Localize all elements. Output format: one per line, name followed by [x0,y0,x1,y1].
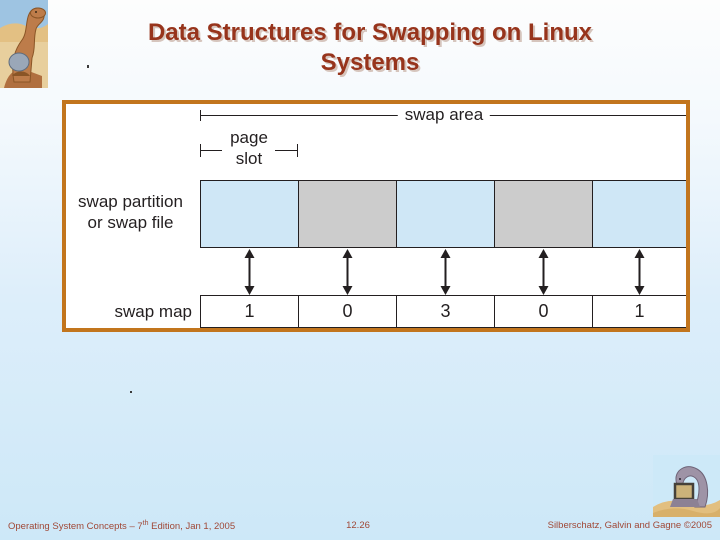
slide-title: Data Structures for Swapping on Linux Sy… [48,18,692,78]
bidirectional-arrow [342,249,353,295]
slide-title-line2: Systems [320,49,420,77]
page-slot-2 [397,181,495,247]
swap-area-label: swap area [397,105,491,125]
swap-map-cell-4: 1 [634,301,645,321]
page-slot-bracket-right [275,150,297,151]
bidirectional-arrow [440,249,451,295]
footer-page-number: 12.26 [346,520,370,531]
slide-title-line1: Data Structures for Swapping on Linux [147,19,593,47]
swap-map-cell-1: 0 [299,296,397,327]
stray-bullet-dot [87,65,89,68]
os-dinosaur-logo [0,0,48,88]
footer-authors: Silberschatz, Galvin and Gagne ©2005 [547,520,712,531]
swap-map-cell-3: 0 [495,296,593,327]
page-slot-bracket-left [200,150,222,151]
page-slot-label: page slot [230,128,268,168]
swap-diagram-panel: swap area page slot swap partition or sw… [62,100,690,332]
swap-area-left-tick [200,110,201,121]
footer-book-title: Operating System Concepts – 7th Edition,… [8,520,236,533]
swap-partition-label: swap partition or swap file [78,192,183,232]
swap-map-row: 1 0 3 0 1 [200,295,686,328]
dinosaur-laptop-logo [653,455,720,517]
swap-map-cell-0: 1 [201,296,299,327]
page-slot-right-tick [297,144,298,157]
swap-map-cell-2: 3 [397,296,495,327]
bidirectional-arrow [538,249,549,295]
page-slot-1 [299,181,397,247]
bidirectional-arrow [634,249,645,295]
page-slot-0 [201,181,299,247]
page-slot-3 [495,181,593,247]
page-slot-4 [593,181,686,247]
stray-bullet-dot [130,391,132,393]
slide-footer: Operating System Concepts – 7th Edition,… [0,517,720,535]
page-slot-row [200,180,686,248]
bidirectional-arrow [244,249,255,295]
swap-map-label: swap map [114,302,192,321]
